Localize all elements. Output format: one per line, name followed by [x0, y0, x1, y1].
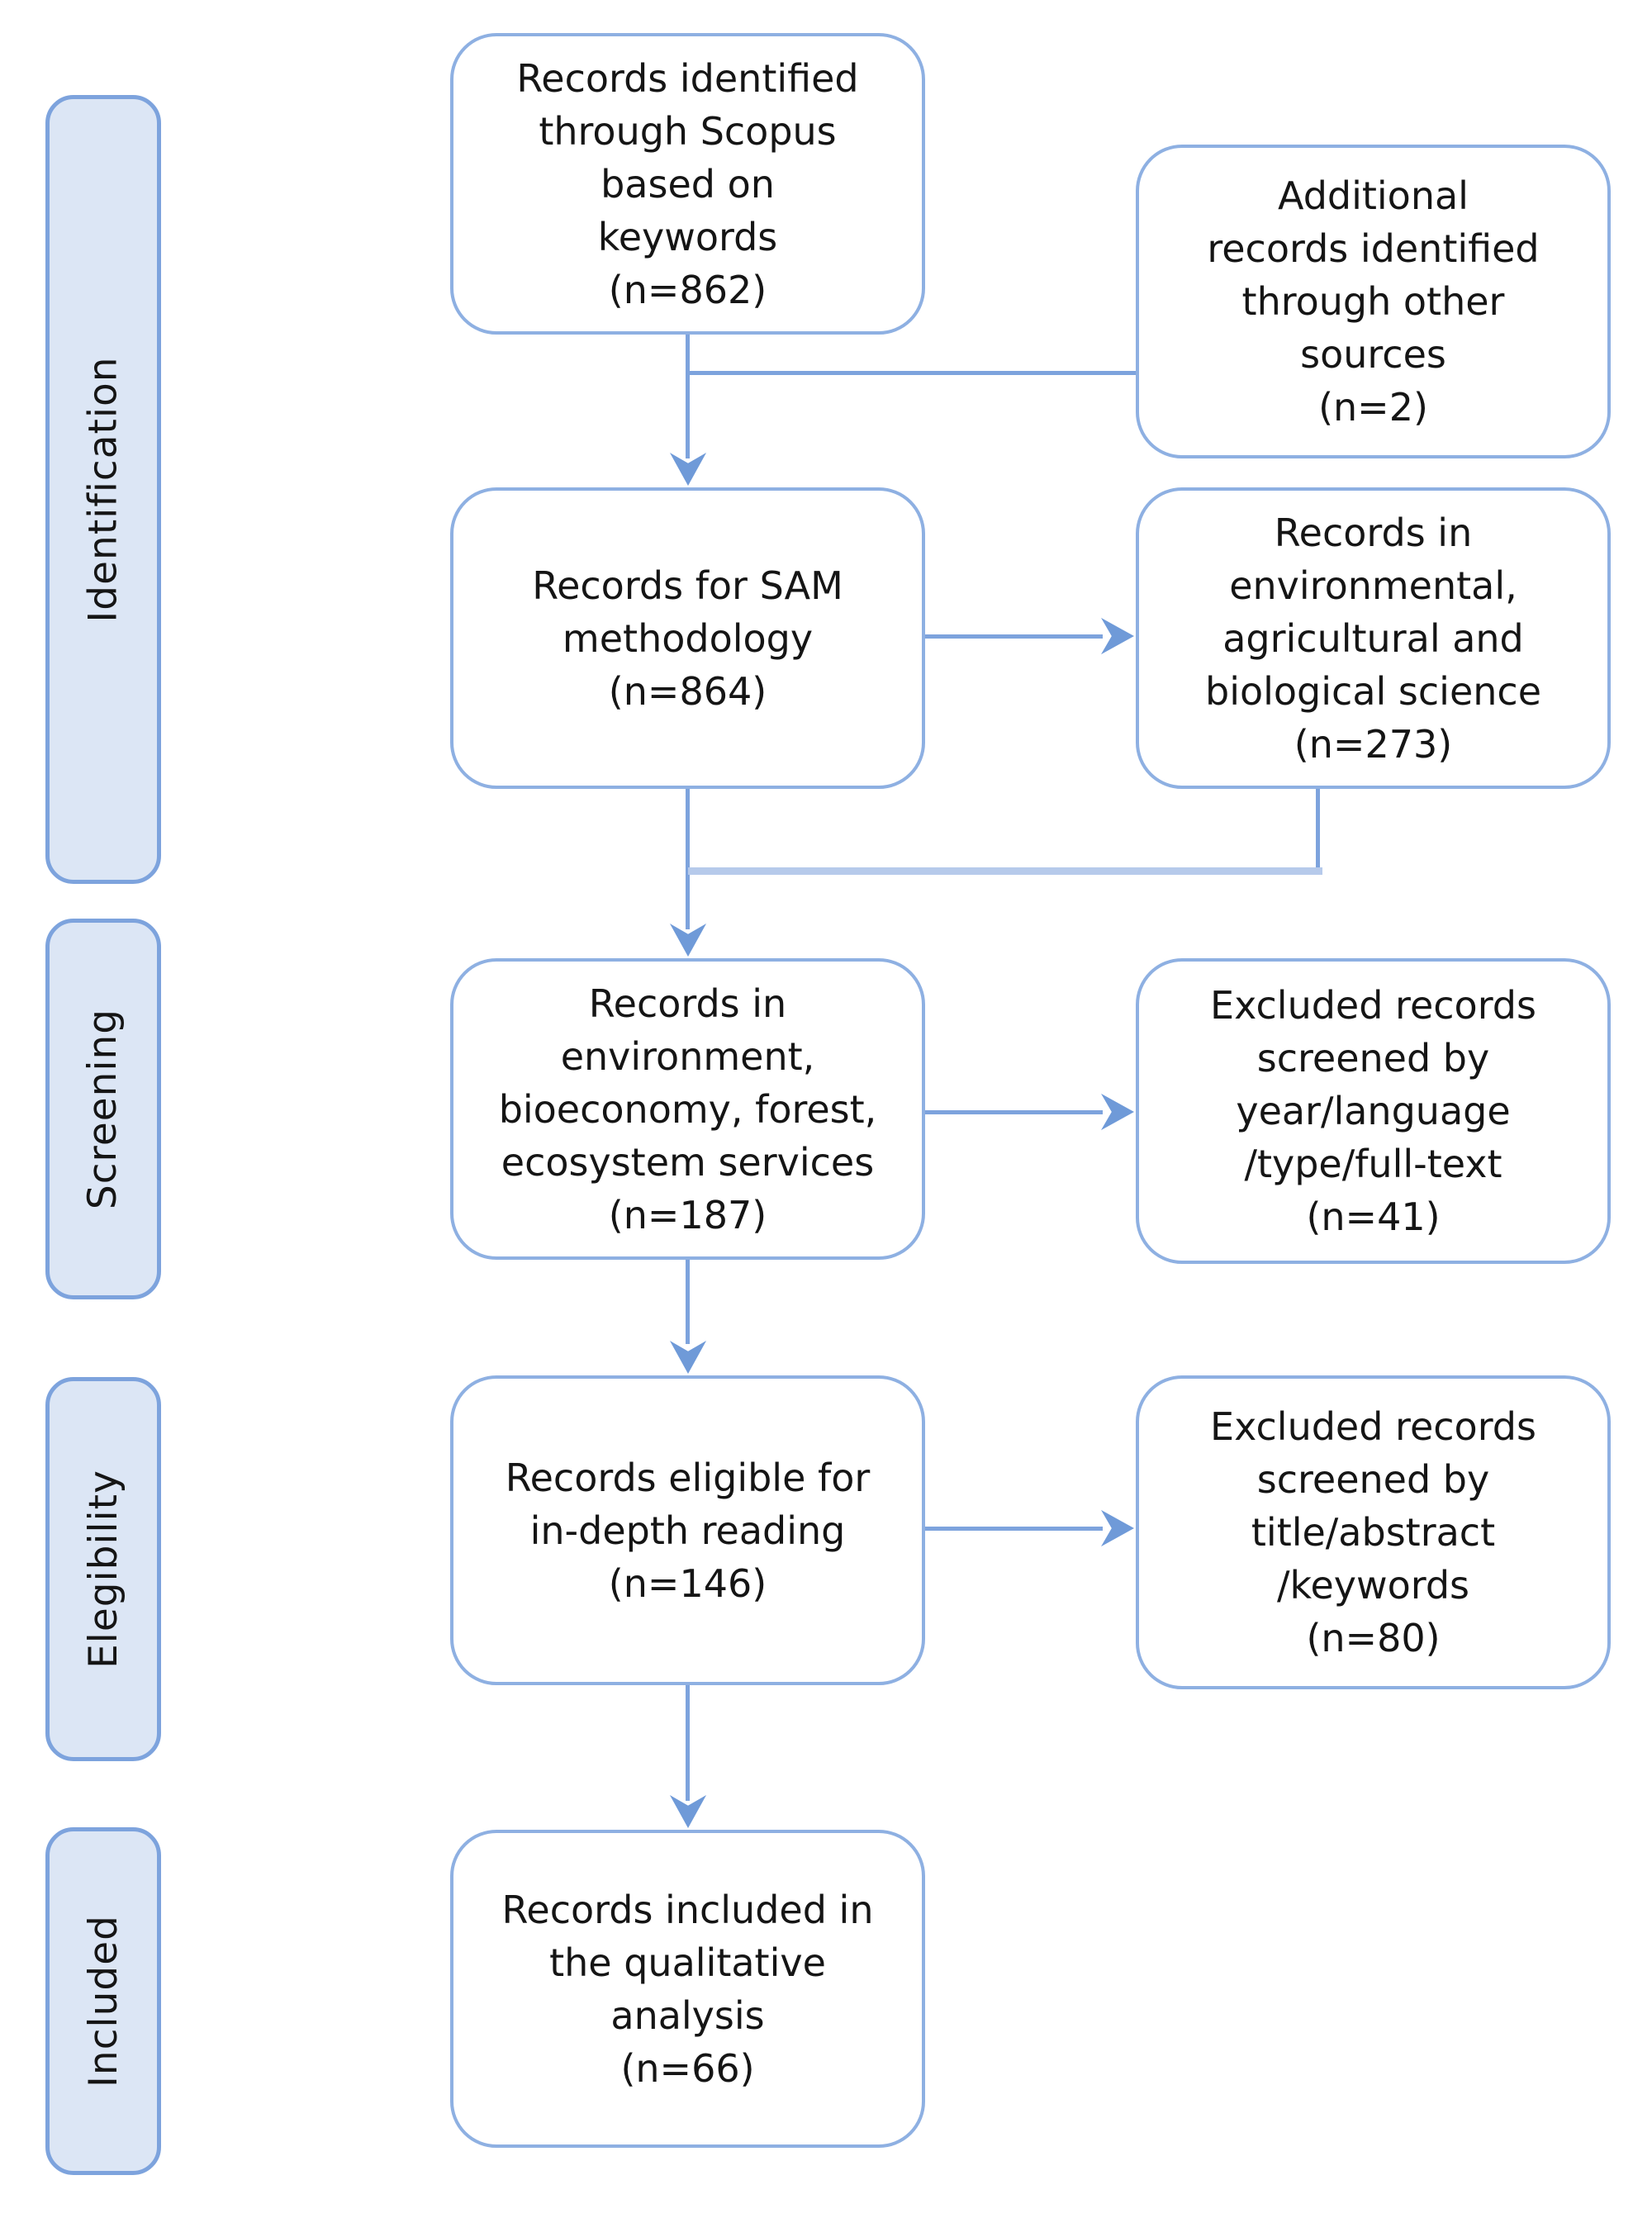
- stage-identification: Identification: [45, 95, 161, 884]
- connector-eligible-to-included-line: [686, 1685, 690, 1801]
- box-records-identified-scopus-text: Records identified through Scopus based …: [516, 55, 859, 312]
- box-excluded-title-abstract: Excluded records screened by title/abstr…: [1136, 1375, 1611, 1689]
- connector-screening-to-excluded41-line: [925, 1110, 1103, 1114]
- box-additional-records: Additional records identified through ot…: [1136, 145, 1611, 458]
- box-records-environment-bioeconomy: Records in environment, bioeconomy, fore…: [450, 958, 925, 1260]
- box-records-sam-methodology: Records for SAM methodology (n=864): [450, 487, 925, 789]
- arrowhead-into-envagribio-icon: [1101, 617, 1134, 655]
- connector-screening-to-eligible-line: [686, 1260, 690, 1344]
- connector-sam-to-screening-line: [686, 789, 690, 929]
- box-additional-records-text: Additional records identified through ot…: [1207, 173, 1540, 430]
- box-records-included-qualitative: Records included in the qualitative anal…: [450, 1830, 925, 2148]
- box-records-env-agri-bio: Records in environmental, agricultural a…: [1136, 487, 1611, 789]
- stage-elegibility-label: Elegibility: [80, 1470, 126, 1669]
- box-records-included-qualitative-text: Records included in the qualitative anal…: [501, 1887, 874, 2091]
- stage-included: Included: [45, 1827, 161, 2175]
- box-records-sam-methodology-text: Records for SAM methodology (n=864): [532, 563, 843, 714]
- connector-envagribio-down-line: [1316, 789, 1320, 872]
- stage-included-label: Included: [80, 1915, 126, 2087]
- stage-screening-label: Screening: [80, 1008, 126, 1210]
- box-records-identified-scopus: Records identified through Scopus based …: [450, 33, 925, 335]
- arrowhead-into-excluded80-icon: [1101, 1509, 1134, 1547]
- box-records-env-agri-bio-text: Records in environmental, agricultural a…: [1205, 510, 1541, 767]
- box-records-eligible-reading-text: Records eligible for in-depth reading (n…: [505, 1455, 871, 1606]
- arrowhead-into-eligible-icon: [669, 1341, 707, 1374]
- box-records-eligible-reading: Records eligible for in-depth reading (n…: [450, 1375, 925, 1685]
- box-excluded-year-language-text: Excluded records screened by year/langua…: [1210, 983, 1536, 1239]
- box-excluded-title-abstract-text: Excluded records screened by title/abstr…: [1210, 1404, 1536, 1660]
- arrowhead-into-excluded41-icon: [1101, 1093, 1134, 1131]
- connector-sam-to-envagribio-line: [925, 634, 1103, 639]
- box-records-environment-bioeconomy-text: Records in environment, bioeconomy, fore…: [498, 981, 877, 1237]
- stage-identification-label: Identification: [80, 356, 126, 623]
- stage-screening: Screening: [45, 919, 161, 1299]
- connector-scopus-to-sam-line: [686, 335, 690, 458]
- box-excluded-year-language: Excluded records screened by year/langua…: [1136, 958, 1611, 1264]
- connector-additional-branch-line: [688, 371, 1136, 375]
- stage-elegibility: Elegibility: [45, 1377, 161, 1761]
- connector-eligible-to-excluded80-line: [925, 1527, 1103, 1531]
- connector-merge-line: [688, 867, 1322, 875]
